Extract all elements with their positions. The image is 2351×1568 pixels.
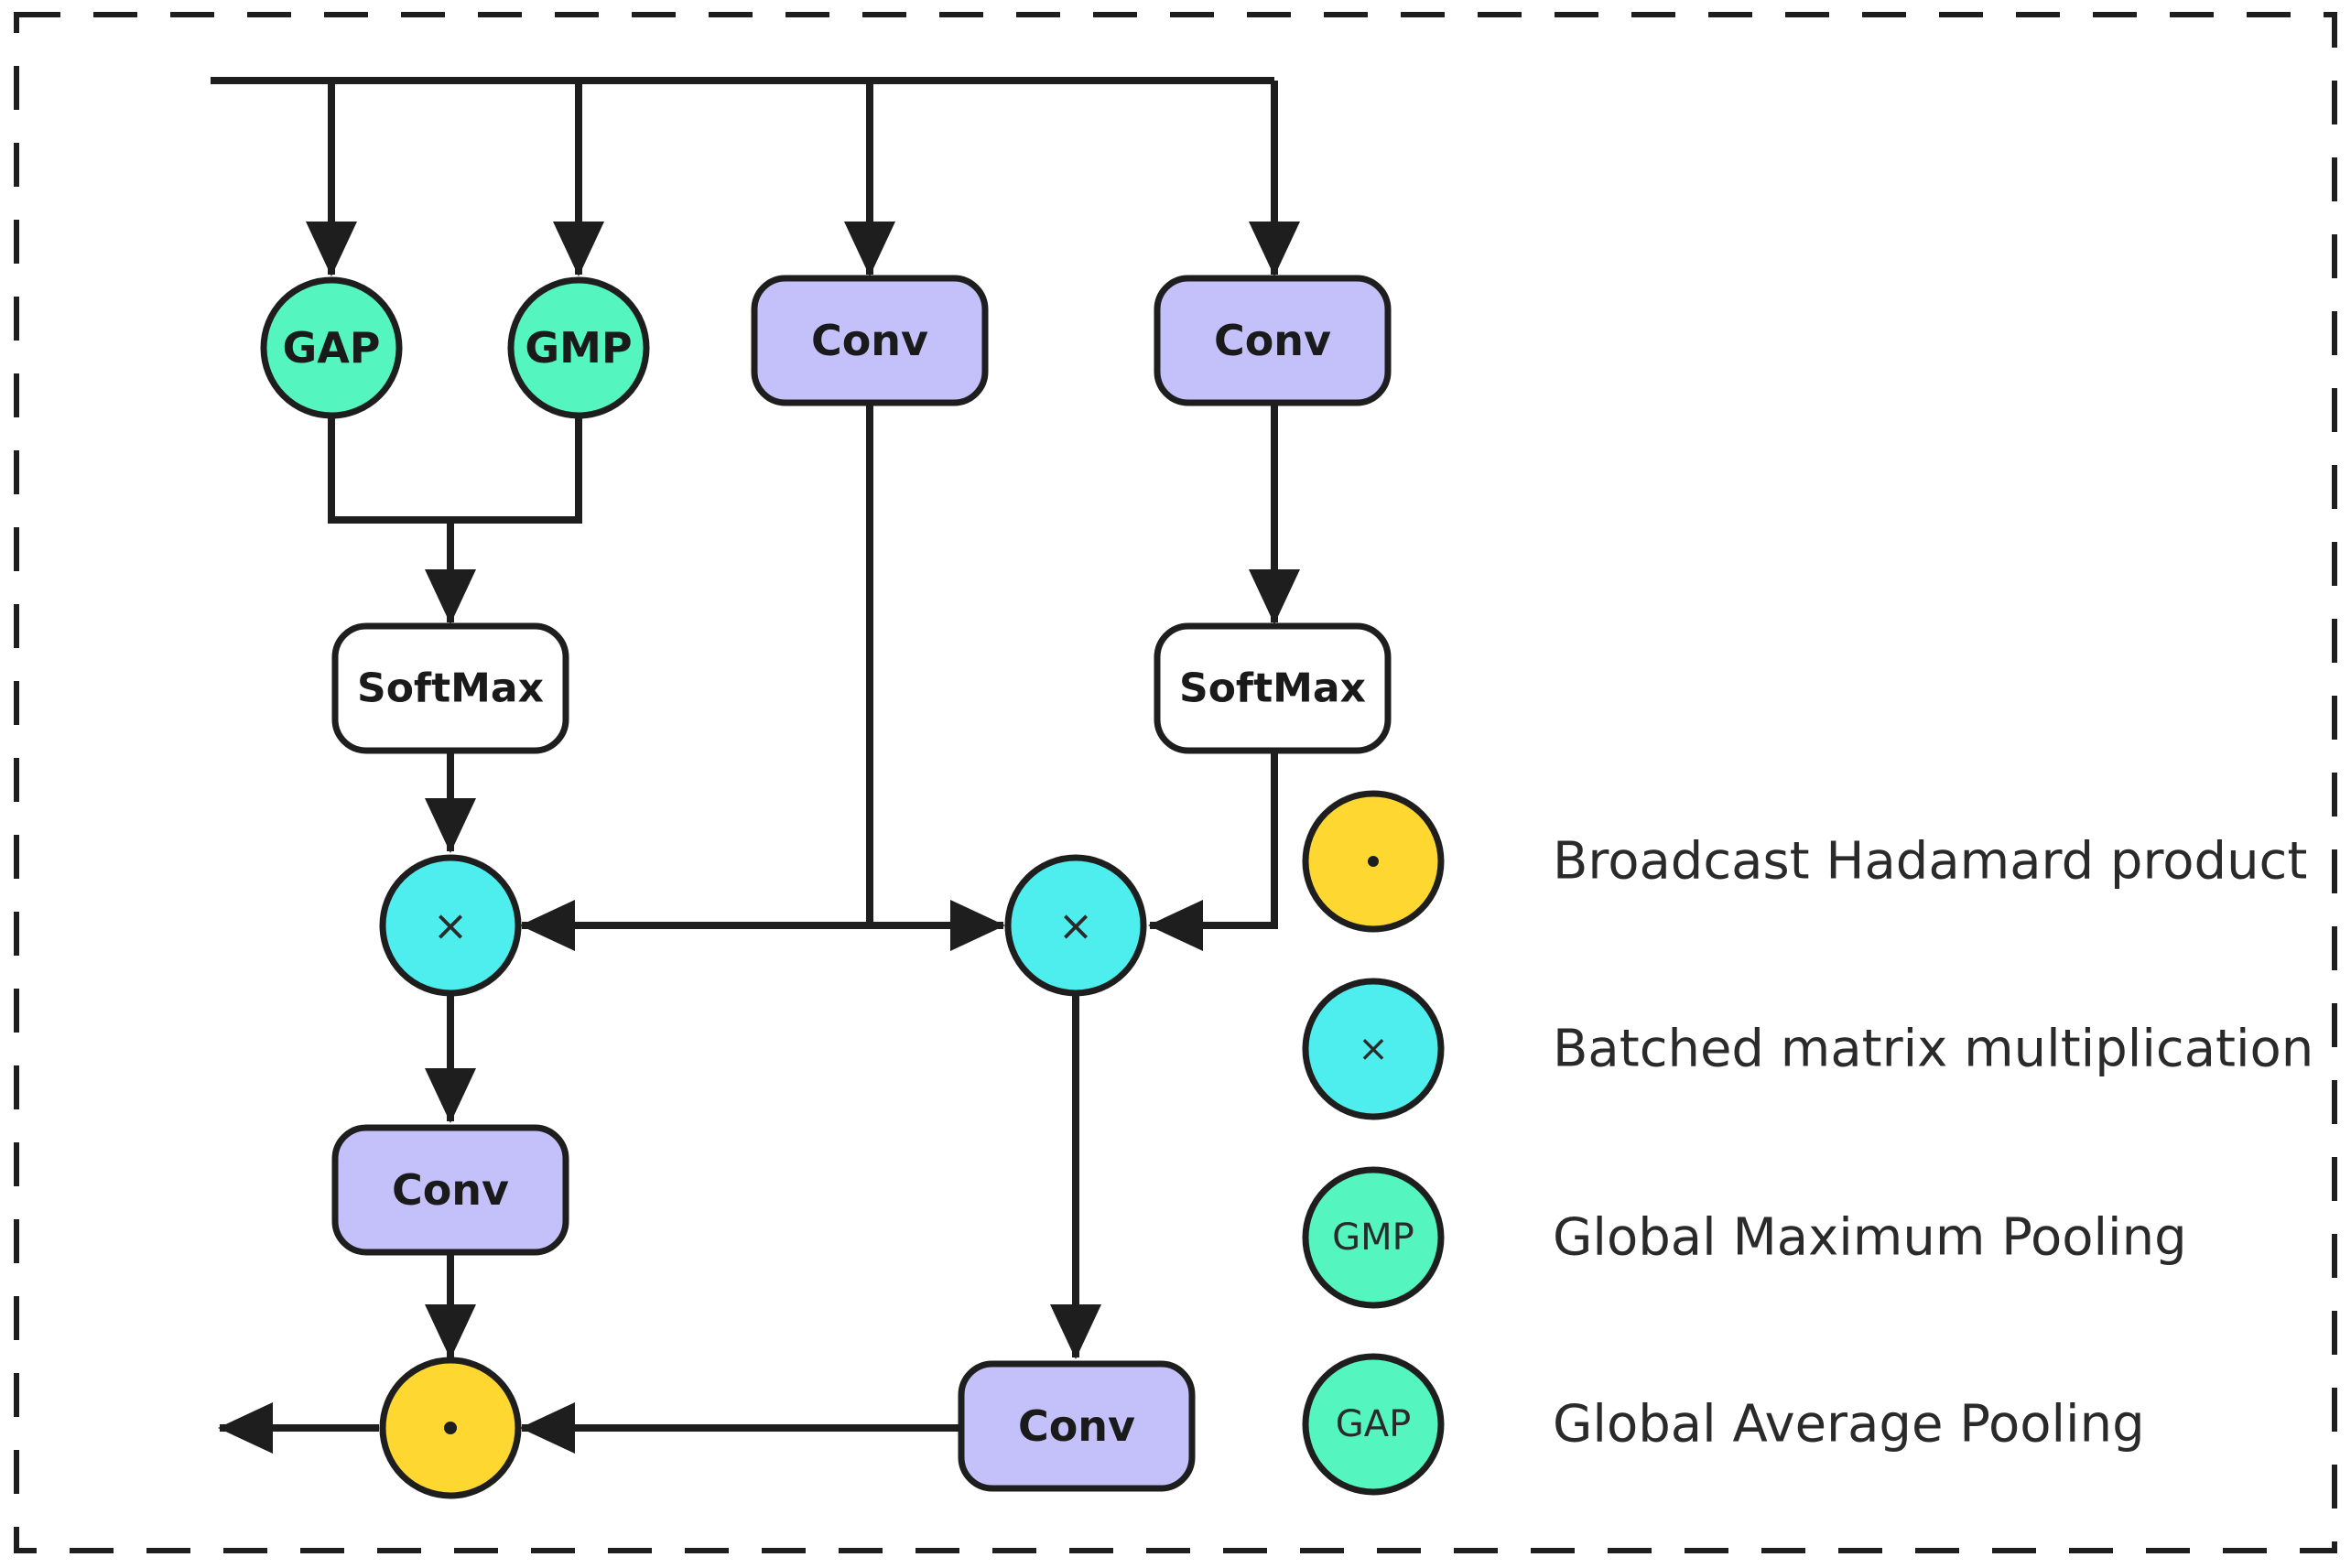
softmax-left-label: SoftMax xyxy=(357,665,544,712)
gap-node: GAP xyxy=(260,276,403,419)
arrow-softmax-right-to-matmul xyxy=(1148,751,1278,951)
gap-merge-line xyxy=(328,414,582,524)
conv-b-label: Conv xyxy=(1214,316,1331,365)
conv-b-node: Conv xyxy=(1154,275,1392,406)
gmp-label: GMP xyxy=(525,323,632,373)
legend-item-gap: GAP Global Average Pooling xyxy=(1302,1353,2145,1496)
matmul-left-node: × xyxy=(379,854,522,997)
legend-matmul-symbol: × xyxy=(1358,1028,1389,1070)
legend-item-hadamard: · Broadcast Hadamard product xyxy=(1302,790,2307,933)
hadamard-node: · xyxy=(379,1357,522,1499)
conv-a-label: Conv xyxy=(811,316,928,365)
hadamard-dot xyxy=(444,1422,457,1434)
softmax-right-label: SoftMax xyxy=(1179,665,1366,712)
conv-bottom-label: Conv xyxy=(1018,1401,1135,1451)
legend-matmul-text: Batched matrix multiplication xyxy=(1553,1020,2313,1079)
legend-gap-symbol: GAP xyxy=(1336,1403,1411,1445)
matmul-left-symbol: × xyxy=(433,901,469,950)
dashed-frame xyxy=(14,12,2337,1553)
gap-label: GAP xyxy=(282,323,380,373)
gmp-node: GMP xyxy=(507,276,650,419)
legend-item-matmul: × Batched matrix multiplication xyxy=(1302,978,2313,1120)
conv-bottom-node: Conv xyxy=(958,1360,1196,1492)
legend-gap-text: Global Average Pooling xyxy=(1553,1395,2145,1454)
softmax-left-node: SoftMax xyxy=(331,622,569,754)
conv-a-node: Conv xyxy=(751,275,989,406)
connectors xyxy=(211,77,1300,1454)
legend-gmp-text: Global Maximum Pooling xyxy=(1553,1208,2187,1268)
legend-gmp-symbol: GMP xyxy=(1332,1217,1414,1259)
conv-left-label: Conv xyxy=(392,1165,509,1215)
legend-hadamard-dot xyxy=(1368,856,1379,867)
matmul-right-symbol: × xyxy=(1058,901,1094,950)
legend: · Broadcast Hadamard product × Batched m… xyxy=(1302,790,2313,1496)
softmax-right-node: SoftMax xyxy=(1154,622,1392,754)
matmul-right-node: × xyxy=(1004,854,1147,997)
legend-hadamard-text: Broadcast Hadamard product xyxy=(1553,832,2307,892)
legend-item-gmp: GMP Global Maximum Pooling xyxy=(1302,1166,2187,1309)
conv-left-node: Conv xyxy=(331,1124,569,1256)
